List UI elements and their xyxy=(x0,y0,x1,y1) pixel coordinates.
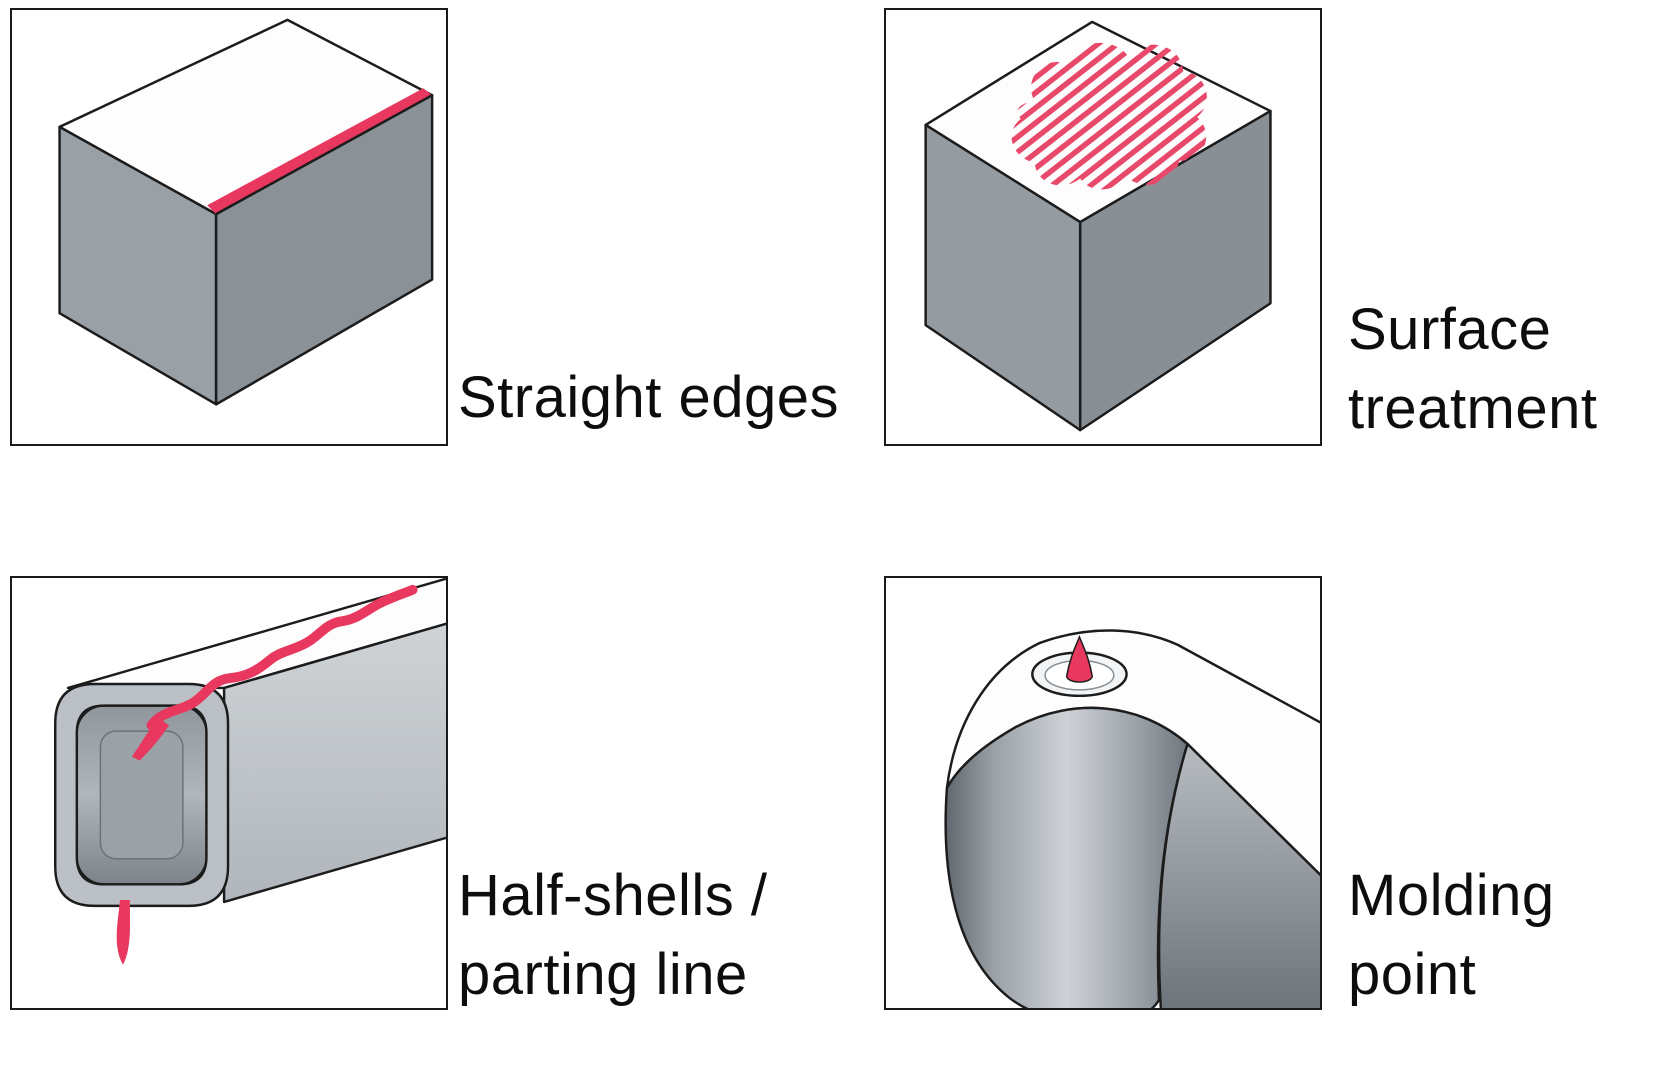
panel-half-shells xyxy=(10,576,448,1010)
tube-inner-wall xyxy=(99,730,184,860)
molding-point-sprue xyxy=(1065,634,1093,683)
caption-line: treatment xyxy=(1348,376,1598,441)
caption-line: parting line xyxy=(458,942,748,1007)
caption-line: Straight edges xyxy=(458,365,840,430)
caption-line: Surface xyxy=(1348,297,1552,362)
hatched-surface-patch xyxy=(1011,42,1207,190)
caption-line: Half-shells / xyxy=(458,863,768,928)
caption-line: point xyxy=(1348,942,1477,1007)
caption-half-shells: Half-shells / parting line xyxy=(458,856,767,1014)
parting-line-drip xyxy=(116,900,131,965)
molding-point-illustration xyxy=(944,629,1320,1008)
straight-edge-highlight xyxy=(207,88,433,215)
parting-line-band xyxy=(146,584,418,731)
caption-line: Molding xyxy=(1348,863,1555,928)
caption-straight-edges: Straight edges xyxy=(458,358,839,437)
bar-end-cap xyxy=(944,706,1189,1008)
surface-treatment-illustration xyxy=(924,20,1272,432)
box-right-face xyxy=(1078,109,1272,432)
straight-edges-illustration xyxy=(58,18,434,406)
caption-molding-point: Molding point xyxy=(1348,856,1555,1014)
panel-molding-point xyxy=(884,576,1322,1010)
panel-surface-treatment xyxy=(884,8,1322,446)
tube-front-ring xyxy=(54,682,230,908)
panel-straight-edges xyxy=(10,8,448,446)
box-edge-line xyxy=(215,94,433,216)
half-shells-illustration xyxy=(54,578,446,965)
parting-line-overhang xyxy=(131,717,170,761)
caption-surface-treatment: Surface treatment xyxy=(1348,290,1598,448)
